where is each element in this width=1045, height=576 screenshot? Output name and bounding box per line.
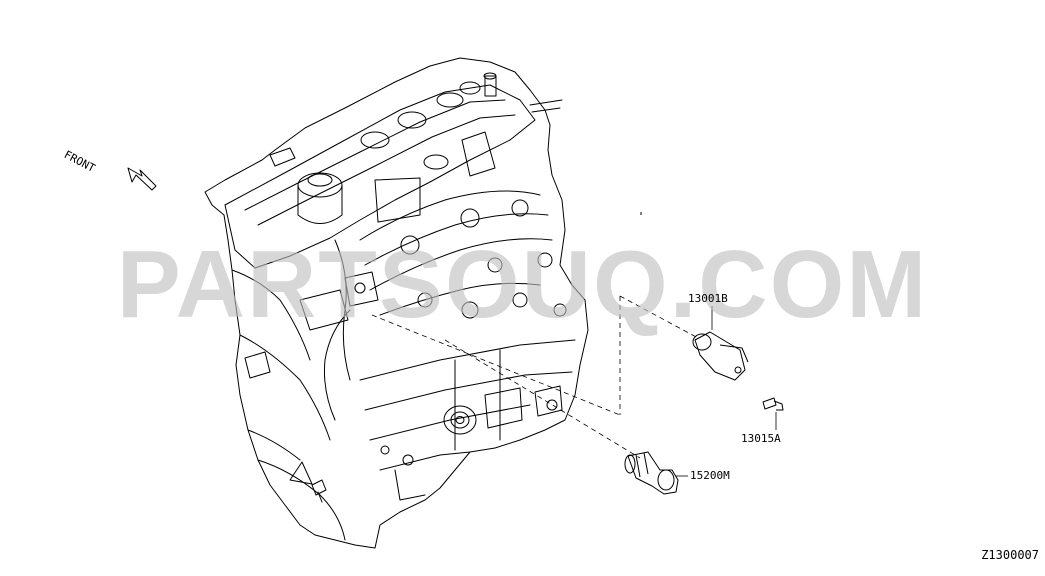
leader-15200M [444,339,641,459]
oil-filter-mount [443,405,477,435]
callout-15200M[interactable]: 15200M [690,469,730,482]
leader-13001B [371,295,699,416]
callout-13015A[interactable]: 13015A [741,432,781,445]
engine-block-outline [204,57,589,549]
front-arrow [127,167,157,191]
bolt-13015A [762,397,777,410]
valve-cover [224,84,536,269]
callout-13001B[interactable]: 13001B [688,292,728,305]
diagram-id: Z1300007 [981,548,1039,562]
sensor-13001B [694,331,746,381]
oil-filter-15200M [627,451,679,495]
